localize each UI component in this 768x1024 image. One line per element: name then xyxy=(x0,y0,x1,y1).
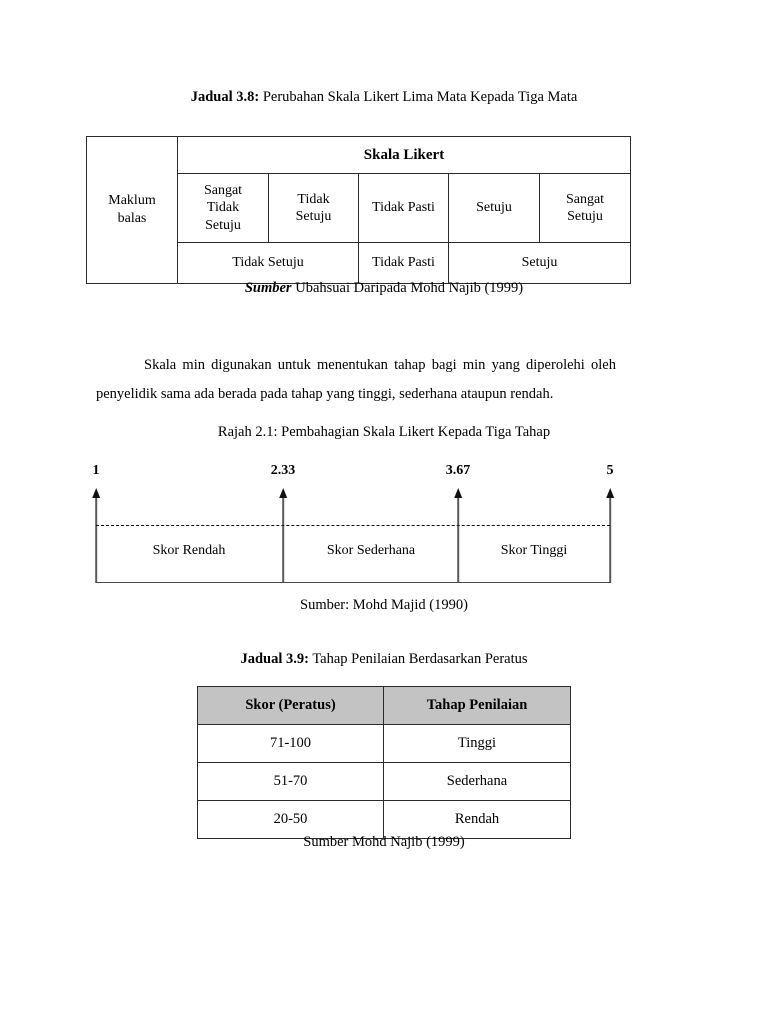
scale-line: Tidak xyxy=(206,200,240,216)
cell-tahap: Tinggi xyxy=(383,724,571,763)
table-3-9-source: Sumber Mohd Najib (1999) xyxy=(303,834,465,850)
scale-tick-arrow-233 xyxy=(282,497,284,583)
table-3-9-caption-text: Tahap Penilaian Berdasarkan Peratus xyxy=(308,651,528,667)
row-header-maklum-balas: Maklum balas xyxy=(86,136,178,284)
table-3-8-source-text: Ubahsuai Daripada Mohd Najib (1999) xyxy=(291,280,524,296)
scale-line: Sangat xyxy=(565,191,605,207)
table-row: Sangat Tidak Setuju Tidak Setuju Tidak P… xyxy=(87,173,632,243)
table-3-8-caption-text: Perubahan Skala Likert Lima Mata Kepada … xyxy=(259,89,578,105)
scale-line: Setuju xyxy=(476,200,512,216)
table-row: 71-100 Tinggi xyxy=(197,724,571,763)
cell-skor: 71-100 xyxy=(197,724,384,763)
table-row: Maklum balas Skala Likert xyxy=(86,136,632,284)
table-row: 51-70 Sederhana xyxy=(197,762,571,801)
scale-cell-setuju: Setuju xyxy=(448,173,540,243)
cell-skor: 51-70 xyxy=(197,762,384,801)
scale-tick-label-233: 2.33 xyxy=(270,463,296,478)
scale-line: Setuju xyxy=(295,209,332,224)
band-label-skor-sederhana: Skor Sederhana xyxy=(326,543,416,558)
band-label-skor-rendah: Skor Rendah xyxy=(152,543,226,558)
body-paragraph: Skala min digunakan untuk menentukan tah… xyxy=(96,356,616,402)
rajah-2-1-caption: Rajah 2.1: Pembahagian Skala Likert Kepa… xyxy=(217,424,551,440)
scale-line: Sangat xyxy=(203,182,243,198)
table-3-8-caption: Jadual 3.8: Perubahan Skala Likert Lima … xyxy=(0,88,768,106)
table-3-8: Maklum balas Skala Likert Sangat Tidak S… xyxy=(86,136,632,284)
scale-line: Tidak Pasti xyxy=(372,200,435,216)
scale-cell-tidak-pasti: Tidak Pasti xyxy=(358,173,449,243)
scale-tick-label-367: 3.67 xyxy=(445,463,471,478)
scale-tick-label-5: 5 xyxy=(606,463,614,478)
column-header-tahap-penilaian: Tahap Penilaian xyxy=(383,686,571,725)
scale-tick-arrow-5 xyxy=(609,497,611,583)
scale-line: Tidak xyxy=(297,191,330,207)
cell-skor: 20-50 xyxy=(197,800,384,839)
scale-line: Setuju xyxy=(205,217,241,233)
table-3-8-header-skala-likert: Skala Likert xyxy=(176,136,632,174)
rajah-2-1-source: Sumber: Mohd Majid (1990) xyxy=(300,597,468,613)
scale-cell-tidak-setuju: Tidak Setuju xyxy=(268,173,359,243)
maklum-balas-line-1: Maklum xyxy=(108,192,156,208)
column-header-skor-peratus: Skor (Peratus) xyxy=(197,686,384,725)
table-row: Tidak Setuju Tidak Pasti Setuju xyxy=(87,242,632,284)
table-3-9-caption-label: Jadual 3.9: xyxy=(240,651,309,667)
table-3-8-source: Sumber Ubahsuai Daripada Mohd Najib (199… xyxy=(0,279,768,297)
merged-cell-setuju: Setuju xyxy=(447,242,632,284)
table-header-row: Skor (Peratus) Tahap Penilaian xyxy=(197,686,571,725)
scale-tick-arrow-1 xyxy=(95,497,97,583)
maklum-balas-line-2: balas xyxy=(117,211,147,226)
band-label-skor-tinggi: Skor Tinggi xyxy=(500,543,568,558)
merged-cell-tidak-pasti: Tidak Pasti xyxy=(358,242,449,284)
scale-line: Setuju xyxy=(567,209,603,224)
table-3-9: Skor (Peratus) Tahap Penilaian 71-100 Ti… xyxy=(197,686,571,839)
table-3-9-caption: Jadual 3.9: Tahap Penilaian Berdasarkan … xyxy=(0,650,768,668)
scale-cell-sangat-tidak-setuju: Sangat Tidak Setuju xyxy=(177,173,269,243)
dashed-divider-line xyxy=(96,525,610,526)
scale-cell-sangat-setuju: Sangat Setuju xyxy=(538,173,632,243)
scale-tick-label-1: 1 xyxy=(92,463,100,478)
merged-cell-tidak-setuju: Tidak Setuju xyxy=(177,242,359,284)
table-3-8-source-label: Sumber xyxy=(244,280,292,296)
cell-tahap: Sederhana xyxy=(383,762,571,801)
scale-baseline xyxy=(96,582,611,583)
scale-tick-arrow-367 xyxy=(457,497,459,583)
cell-tahap: Rendah xyxy=(383,800,571,839)
table-3-8-caption-label: Jadual 3.8: xyxy=(190,89,260,105)
rajah-2-1-scale-diagram: 1 2.33 3.67 5 Skor Rendah Skor Sederhana… xyxy=(86,455,631,590)
table-row: 20-50 Rendah xyxy=(197,800,571,839)
